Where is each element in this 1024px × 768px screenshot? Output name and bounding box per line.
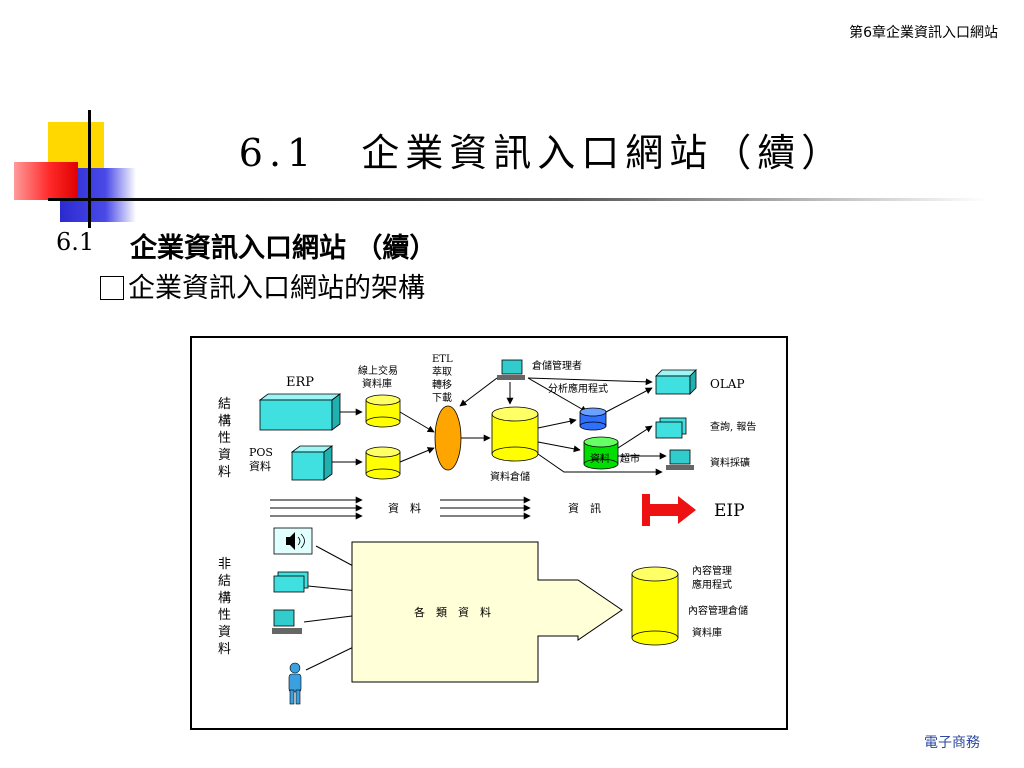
data-mart-cylinder <box>583 436 619 470</box>
etl-label-3: 轉移 <box>432 378 452 391</box>
audio-icon <box>273 527 313 555</box>
erp-label: ERP <box>286 375 314 390</box>
cm-repo-label-2: 資料庫 <box>692 626 722 639</box>
etl-label-1: ETL <box>432 354 453 365</box>
flow-data-label: 資 料 <box>388 501 421 515</box>
bullet-item: 企業資訊入口網站的架構 <box>100 266 425 305</box>
pos-box <box>290 445 334 481</box>
erp-box <box>258 393 342 431</box>
chapter-header: 第6章企業資訊入口網站 <box>849 25 998 41</box>
footer-label: 電子商務 <box>924 735 980 751</box>
person-icon <box>288 662 302 705</box>
deco-vertical-line <box>88 110 91 228</box>
etl-label-2: 萃取 <box>432 366 452 378</box>
etl-ellipse <box>434 405 462 471</box>
query-report-icon <box>655 417 687 439</box>
online-db-label-1: 線上交易 <box>358 364 398 377</box>
computer-icon <box>272 609 302 634</box>
online-db-cylinder <box>365 394 401 428</box>
data-mart-label-a: 資料 <box>590 452 610 465</box>
analysis-app-label: 分析應用程式 <box>548 382 608 395</box>
various-data-label: 各 類 資 料 <box>414 605 491 619</box>
query-report-label: 查詢, 報告 <box>710 420 756 433</box>
cm-app-label-2: 應用程式 <box>692 578 732 591</box>
data-mining-label: 資料採礦 <box>710 456 750 469</box>
data-warehouse-label: 資料倉儲 <box>490 470 530 483</box>
svg-text:非結構性資料: 非結構性資料 <box>218 557 231 657</box>
etl-label-4: 下載 <box>432 392 452 404</box>
slide-title: 6.1 企業資訊入口網站（續） <box>238 131 846 175</box>
deco-red-square <box>14 162 78 200</box>
cm-repo-label-1: 內容管理倉儲 <box>688 604 748 617</box>
warehouse-manager-label: 倉儲管理者 <box>532 359 582 372</box>
bullet-box-icon <box>100 276 124 300</box>
data-warehouse-cylinder <box>491 406 539 462</box>
online-db-label-2: 資料庫 <box>362 377 392 390</box>
analysis-db-cylinder <box>579 407 607 431</box>
various-data-arrow <box>351 541 623 683</box>
data-mart-label-b: 超市 <box>620 452 640 465</box>
eip-arrow <box>642 494 696 526</box>
eip-architecture-diagram: 結構性資料 非結構性資料 ERP POS 資料 線上交易 資料庫 ETL 萃取 … <box>190 336 788 730</box>
data-mining-computer-icon <box>666 449 694 470</box>
cm-app-label-1: 內容管理 <box>692 564 732 577</box>
pos-db-cylinder <box>365 446 401 480</box>
eip-label: EIP <box>714 501 745 521</box>
deco-horizontal-line <box>48 198 988 201</box>
pos-label-1: POS <box>249 446 273 459</box>
section-title: 企業資訊入口網站 （續） <box>130 233 437 264</box>
structured-data-label: 結構性資料 <box>218 397 231 480</box>
documents-icon <box>273 571 309 593</box>
olap-label: OLAP <box>710 377 745 391</box>
unstructured-data-label: 非結構性資料 <box>218 557 231 657</box>
section-number: 6.1 <box>56 228 95 256</box>
olap-icon <box>655 369 697 395</box>
pos-label-2: 資料 <box>249 459 271 473</box>
warehouse-manager-computer-icon <box>497 359 525 380</box>
svg-text:結構性資料: 結構性資料 <box>218 397 231 480</box>
content-repository-cylinder <box>631 566 679 646</box>
bullet-text: 企業資訊入口網站的架構 <box>128 273 425 304</box>
flow-info-label: 資 訊 <box>568 501 601 515</box>
